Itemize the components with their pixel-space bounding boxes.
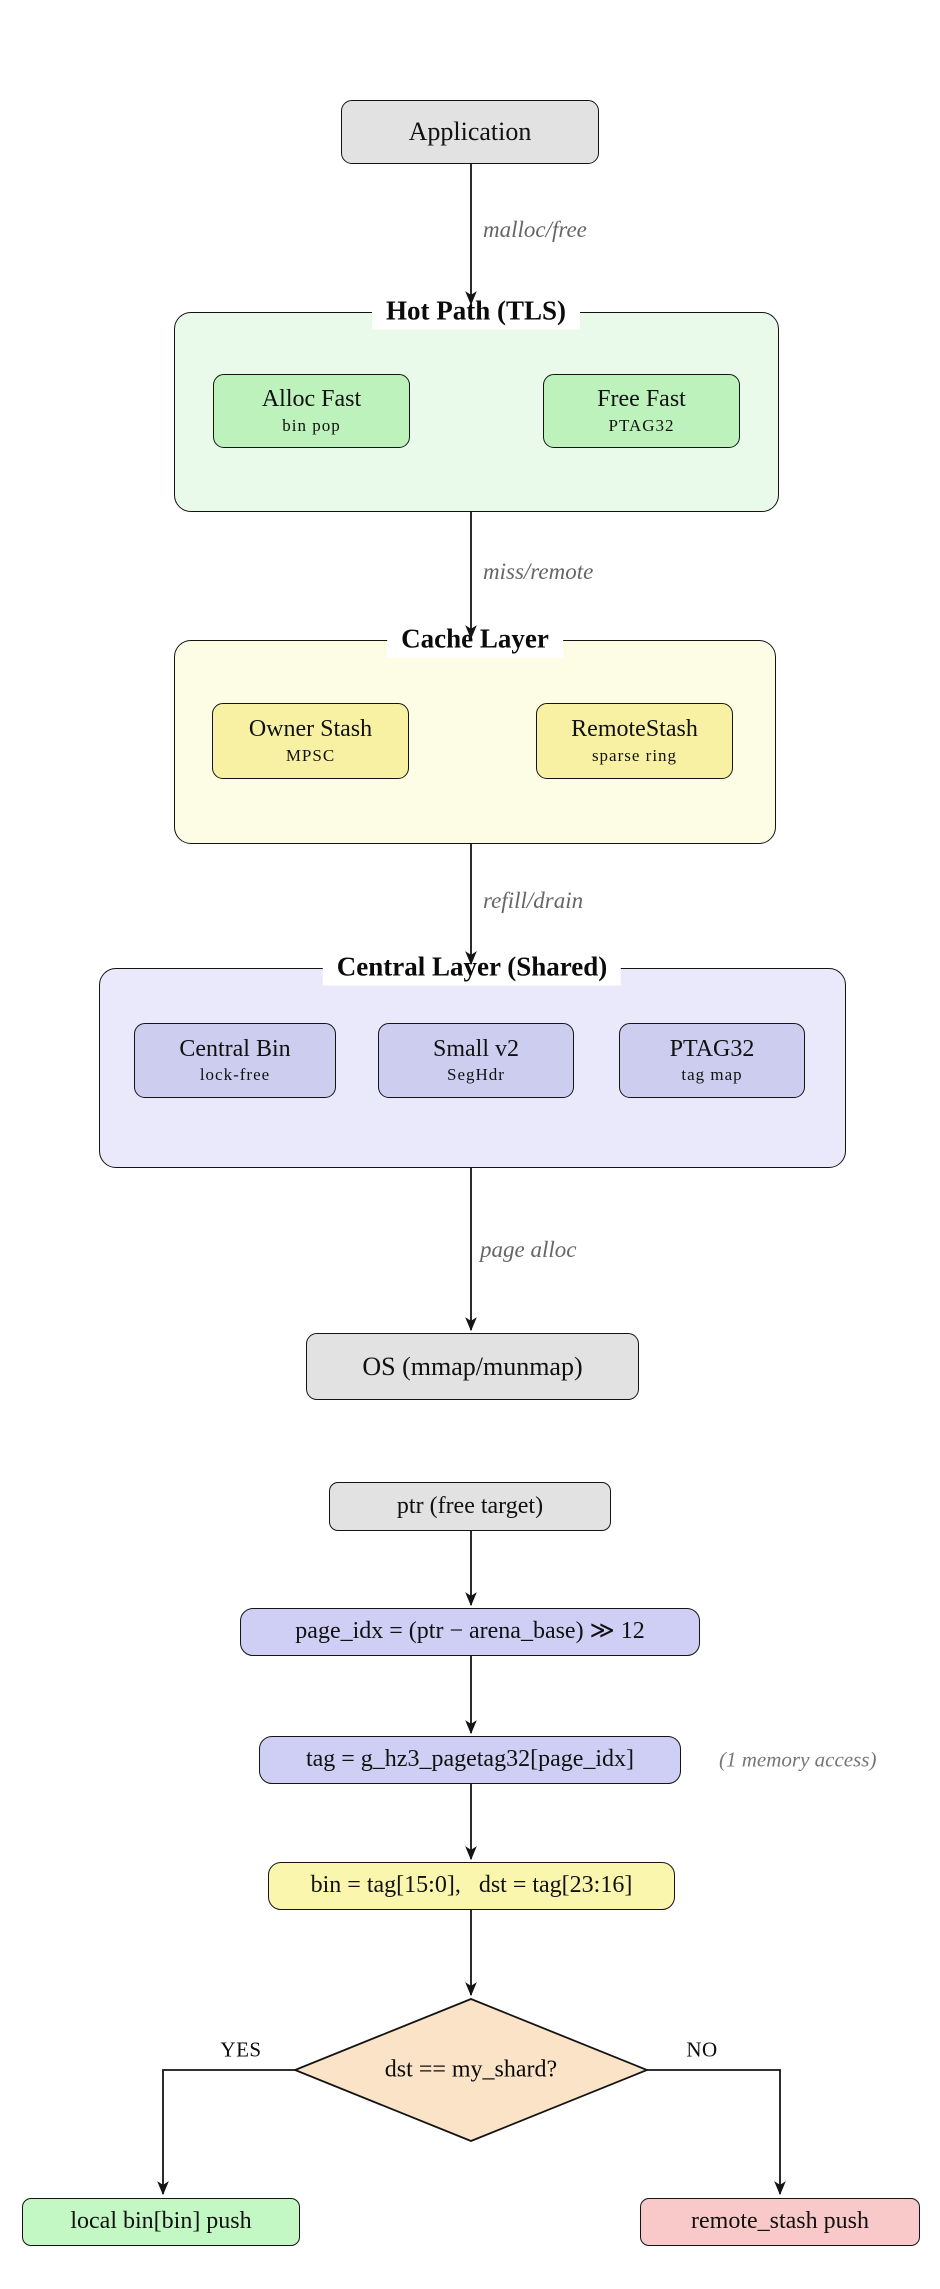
edge-label-miss-remote: miss/remote [483, 559, 594, 584]
local-push-node: local bin[bin] push [22, 2198, 300, 2246]
hot-path-title: Hot Path (TLS) [371, 292, 581, 330]
owner-stash-label: Owner Stash [248, 716, 373, 743]
decision-label: dst == my_shard? [384, 2056, 558, 2083]
remote-stash-cache-sub: sparse ring [591, 745, 678, 765]
remote-stash-cache-node: RemoteStash sparse ring [536, 703, 733, 779]
edge-label-refill-drain: refill/drain [483, 888, 584, 913]
branch-no-path [647, 2069, 786, 2196]
tag-lookup-node: tag = g_hz3_pagetag32[page_idx] [259, 1736, 681, 1784]
central-bin-label: Central Bin [179, 1035, 291, 1062]
ptag32-node: PTAG32 tag map [619, 1023, 805, 1098]
alloc-fast-sub: bin pop [282, 415, 341, 435]
central-layer-title: Central Layer (Shared) [322, 948, 622, 986]
bin-dst-node: bin = tag[15:0], dst = tag[23:16] [268, 1862, 675, 1910]
ptag32-label: PTAG32 [669, 1035, 755, 1062]
os-node: OS (mmap/munmap) [306, 1333, 639, 1400]
free-fast-label: Free Fast [597, 386, 686, 413]
cache-layer-title: Cache Layer [387, 620, 563, 658]
remote-stash-cache-label: RemoteStash [571, 716, 698, 743]
tag-lookup-label: tag = g_hz3_pagetag32[page_idx] [305, 1746, 635, 1773]
os-label: OS (mmap/munmap) [362, 1351, 583, 1381]
page-idx-node: page_idx = (ptr − arena_base) ≫ 12 [240, 1608, 700, 1656]
ptag32-sub: tag map [681, 1065, 743, 1085]
branch-yes-path [157, 2069, 295, 2196]
edge-label-page-alloc: page alloc [480, 1237, 577, 1262]
branch-yes-label: YES [220, 2037, 262, 2062]
local-push-label: local bin[bin] push [70, 2208, 252, 2235]
free-fast-sub: PTAG32 [608, 415, 675, 435]
tag-lookup-note: (1 memory access) [719, 1747, 877, 1772]
small-v2-sub: SegHdr [447, 1065, 505, 1085]
application-node: Application [341, 100, 599, 164]
ptr-label: ptr (free target) [396, 1492, 544, 1519]
bin-dst-label: bin = tag[15:0], dst = tag[23:16] [310, 1872, 633, 1899]
application-label: Application [408, 117, 532, 147]
central-bin-node: Central Bin lock-free [134, 1023, 336, 1098]
small-v2-node: Small v2 SegHdr [378, 1023, 574, 1098]
edge-label-malloc-free: malloc/free [483, 217, 587, 242]
branch-no-label: NO [686, 2037, 718, 2062]
alloc-fast-node: Alloc Fast bin pop [213, 374, 410, 448]
remote-push-node: remote_stash push [640, 2198, 920, 2246]
alloc-fast-label: Alloc Fast [261, 386, 362, 413]
free-fast-node: Free Fast PTAG32 [543, 374, 740, 448]
remote-push-label: remote_stash push [691, 2208, 869, 2235]
central-bin-sub: lock-free [199, 1065, 271, 1085]
ptr-node: ptr (free target) [329, 1482, 611, 1531]
owner-stash-sub: MPSC [285, 745, 336, 765]
small-v2-label: Small v2 [432, 1035, 519, 1062]
page-idx-label: page_idx = (ptr − arena_base) ≫ 12 [295, 1618, 645, 1645]
owner-stash-node: Owner Stash MPSC [212, 703, 409, 779]
